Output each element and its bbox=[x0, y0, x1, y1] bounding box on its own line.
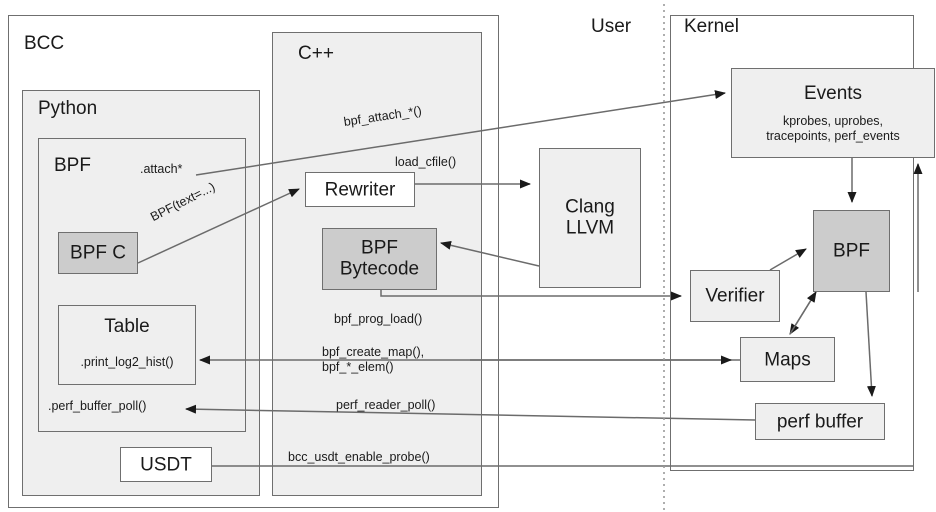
edge-label-bcc-usdt-enable-probe: bcc_usdt_enable_probe() bbox=[288, 450, 430, 464]
cpp-label: C++ bbox=[298, 43, 334, 64]
node-bpf-bytecode-label: BPF Bytecode bbox=[323, 238, 436, 281]
node-usdt-label: USDT bbox=[140, 453, 192, 475]
node-usdt: USDT bbox=[120, 447, 212, 482]
node-events: Events kprobes, uprobes, tracepoints, pe… bbox=[731, 68, 935, 158]
node-table: Table .print_log2_hist() bbox=[58, 305, 196, 385]
edge-label-bpf-prog-load: bpf_prog_load() bbox=[334, 312, 423, 326]
events-sub-line1: kprobes, uprobes, bbox=[782, 114, 884, 128]
events-sub-line2: tracepoints, perf_events bbox=[766, 128, 900, 143]
node-clang-line2: LLVM bbox=[565, 218, 615, 239]
node-events-subtitle: kprobes, uprobes, tracepoints, perf_even… bbox=[732, 114, 934, 144]
node-bpf-bytecode-line2: Bytecode bbox=[339, 259, 420, 280]
node-bpf-bytecode-line1: BPF bbox=[361, 237, 398, 259]
python-bpf-label: BPF bbox=[54, 155, 91, 176]
node-bpf-c: BPF C bbox=[58, 232, 138, 274]
node-perf-buffer: perf buffer bbox=[755, 403, 885, 440]
edge-label-bpf-create-map-line1: bpf_create_map(), bbox=[322, 345, 425, 359]
node-verifier-label: Verifier bbox=[705, 285, 765, 307]
bcc-label: BCC bbox=[24, 33, 65, 54]
edge-label-perf-reader-poll: perf_reader_poll() bbox=[336, 398, 436, 412]
node-verifier: Verifier bbox=[690, 270, 780, 322]
node-bpf-bytecode: BPF Bytecode bbox=[322, 228, 437, 290]
edge-label-bpf-create-map: bpf_create_map(), bpf_*_elem() bbox=[322, 345, 424, 375]
node-clang-llvm-label: Clang LLVM bbox=[540, 197, 640, 240]
node-perf-buffer-label: perf buffer bbox=[776, 410, 864, 432]
node-bpf-kernel: BPF bbox=[813, 210, 890, 292]
node-clang-line1: Clang bbox=[565, 196, 615, 218]
node-table-label: Table bbox=[104, 316, 150, 337]
edge-label-bpf-elem-line2: bpf_*_elem() bbox=[322, 360, 394, 374]
perf-buffer-poll-method-label: .perf_buffer_poll() bbox=[48, 399, 147, 413]
node-events-title: Events bbox=[803, 83, 863, 104]
node-bpf-c-label: BPF C bbox=[70, 242, 126, 264]
node-bpf-kernel-label: BPF bbox=[833, 240, 870, 262]
table-print-log2-hist-label: .print_log2_hist() bbox=[80, 355, 174, 369]
node-rewriter: Rewriter bbox=[305, 172, 415, 207]
node-maps-label: Maps bbox=[764, 348, 811, 370]
node-maps: Maps bbox=[740, 337, 835, 382]
node-clang-llvm: Clang LLVM bbox=[539, 148, 641, 288]
node-rewriter-label: Rewriter bbox=[324, 178, 396, 200]
kernel-label: Kernel bbox=[684, 16, 739, 37]
attach-method-label: .attach* bbox=[140, 162, 183, 176]
edge-label-load-cfile: load_cfile() bbox=[395, 155, 457, 169]
python-label: Python bbox=[38, 98, 98, 119]
user-label: User bbox=[591, 16, 632, 37]
